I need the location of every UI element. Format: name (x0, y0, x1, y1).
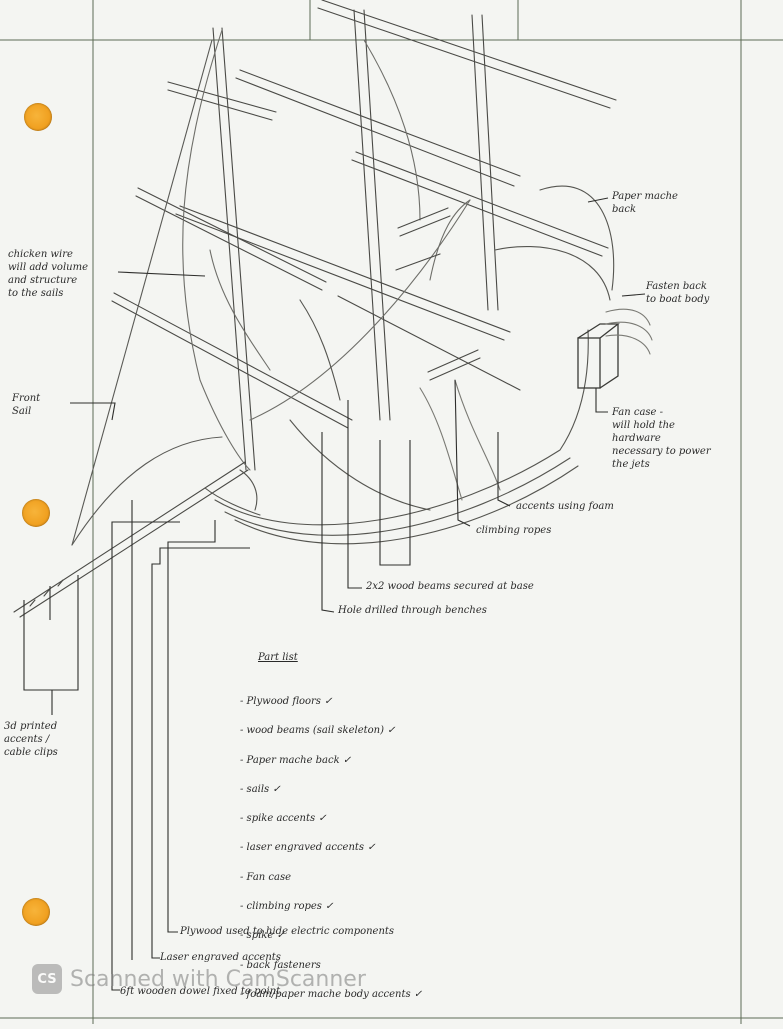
part-list-item: - spike accents ✓ (240, 813, 327, 825)
annotation-3d-printed-accents: 3d printed accents / cable clips (4, 721, 58, 758)
front-sail (71, 39, 223, 546)
watermark-text: Scanned with CamScanner (70, 966, 366, 992)
binder-hole-middle (22, 499, 50, 527)
annotation-wood-beams: 2x2 wood beams secured at base (366, 581, 534, 592)
part-list-title: Part list (258, 652, 298, 663)
annotation-plywood-hide: Plywood used to hide electric components (180, 926, 395, 937)
part-list-item: - back fasteners (240, 959, 321, 971)
camscanner-logo-icon: CS (32, 964, 62, 994)
annotation-fasten-back: Fasten back to boat body (646, 281, 710, 305)
part-list-item: - spike ✓ (240, 930, 285, 942)
bowsprit (13, 461, 249, 618)
jets-sketch (605, 308, 653, 355)
annotation-climbing-ropes: climbing ropes (476, 525, 552, 536)
leader-lines (23, 197, 646, 991)
climbing-ropes (419, 379, 501, 501)
annotation-hole-drilled: Hole drilled through benches (338, 605, 487, 616)
part-list-item: - laser engraved accents ✓ (240, 842, 376, 854)
mast-middle (353, 9, 391, 421)
annotation-dowel: 6ft wooden dowel fixed to point (120, 986, 281, 997)
annotation-laser-accents: Laser engraved accents (160, 952, 281, 963)
part-list-item: - Fan case (240, 871, 292, 883)
fan-case (577, 323, 620, 389)
camscanner-watermark: CS Scanned with CamScanner (32, 962, 366, 996)
part-list-item: - foam/paper mache body accents ✓ (240, 988, 423, 1000)
part-list: Part list - Plywood floors ✓ - wood beam… (240, 638, 520, 1029)
part-list-item: - climbing ropes ✓ (240, 901, 334, 913)
mast-rear (471, 14, 499, 311)
annotation-chicken-wire: chicken wire will add volume and structu… (8, 249, 88, 299)
yard-arms (111, 0, 617, 429)
part-list-items: - Plywood floors ✓ - wood beams (sail sk… (240, 681, 520, 1016)
part-list-item: - Paper mache back ✓ (240, 754, 352, 766)
part-list-item: - sails ✓ (240, 783, 281, 795)
annotation-accents-foam: accents using foam (516, 501, 614, 512)
sails (182, 29, 471, 471)
binder-hole-top (24, 103, 52, 131)
part-list-item: - wood beams (sail skeleton) ✓ (240, 725, 396, 737)
benches (395, 207, 481, 381)
annotation-paper-mache-back: Paper mache back (612, 191, 678, 215)
hull (204, 185, 615, 545)
mast-front (212, 27, 256, 471)
binder-hole-bottom (22, 898, 50, 926)
part-list-item: - Plywood floors ✓ (240, 696, 333, 707)
annotation-front-sail: Front Sail (12, 393, 41, 417)
annotation-fan-case: Fan case - will hold the hardware necess… (612, 407, 711, 470)
